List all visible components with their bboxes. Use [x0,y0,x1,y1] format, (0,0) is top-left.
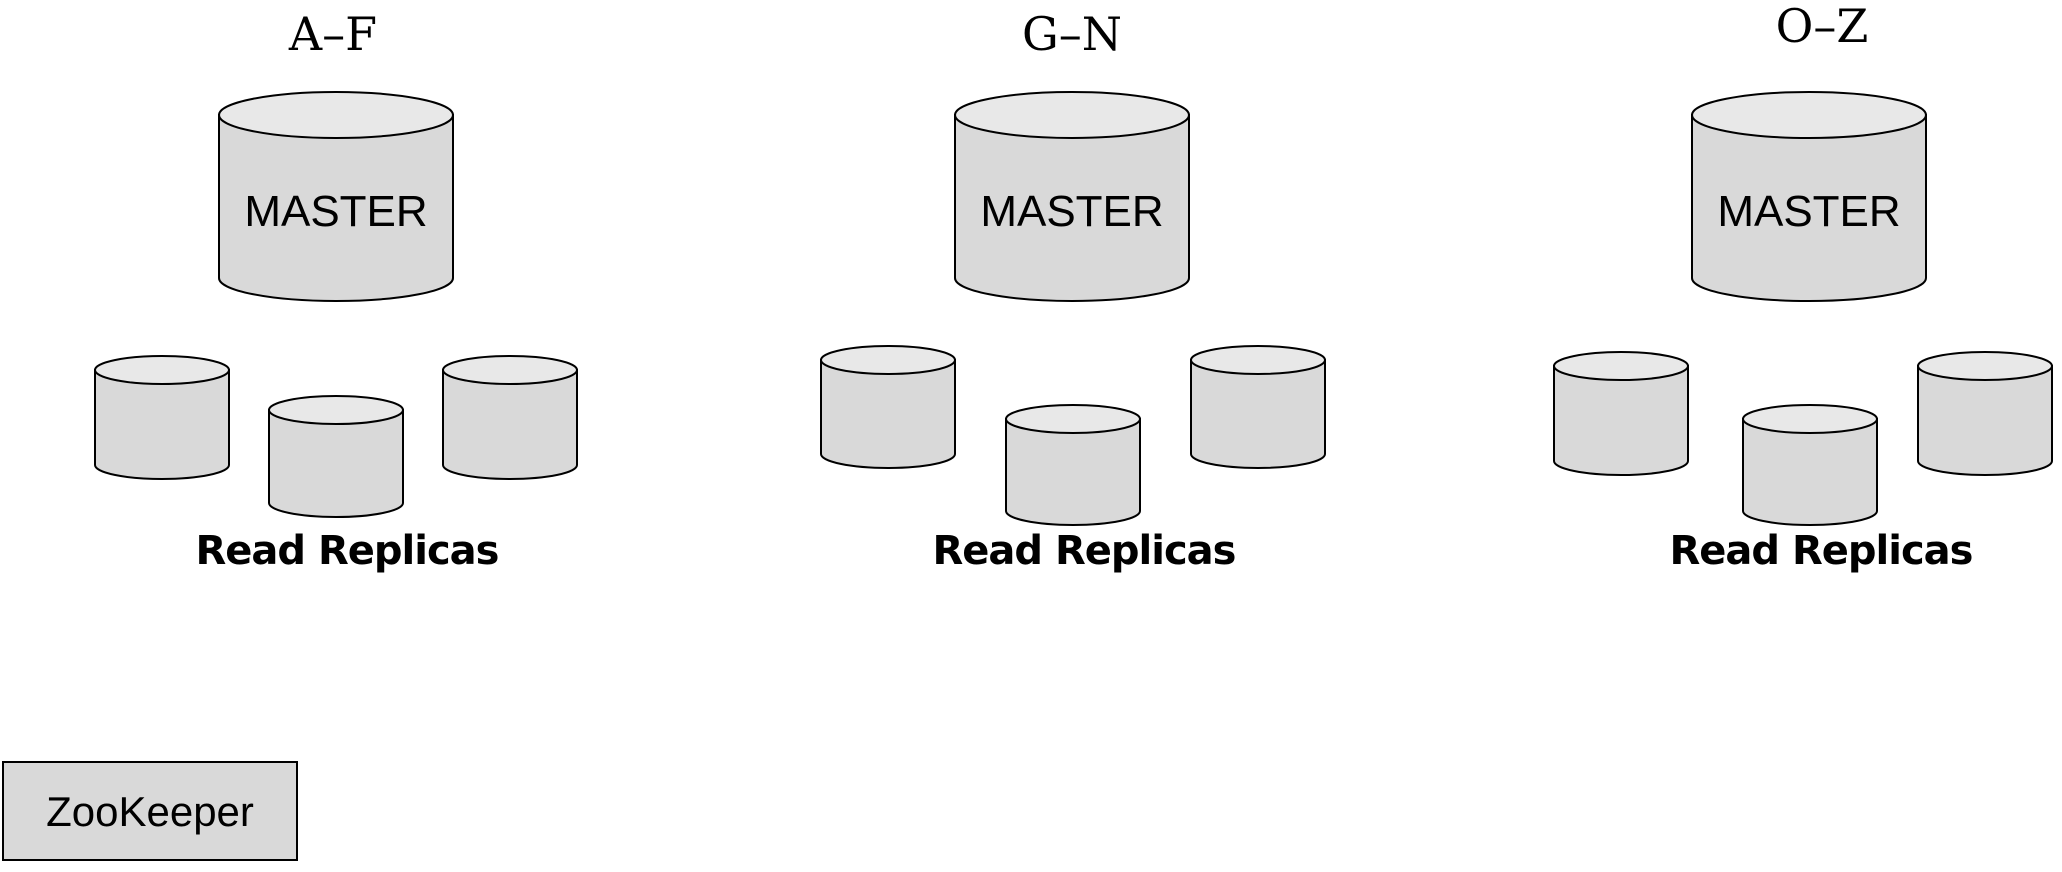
read-replica-3 [442,355,578,480]
shard-range-label: A–F [288,7,377,61]
read-replicas-caption: Read Replicas [196,528,499,574]
master-label: MASTER [980,187,1163,236]
zookeeper-label: ZooKeeper [46,788,254,835]
read-replica-2 [1005,404,1141,526]
read-replicas-caption: Read Replicas [1670,528,1973,574]
read-replicas-caption: Read Replicas [933,528,1236,574]
master-database: MASTER [218,91,454,302]
read-replica-3 [1190,345,1326,469]
master-label: MASTER [1717,187,1900,236]
shard-o-z: O–Z MASTER Read Replicas [1553,0,2053,574]
zookeeper-box: ZooKeeper [2,761,298,861]
shard-a-f: A–F MASTER Read Replicas [94,7,578,574]
read-replica-2 [268,395,404,518]
read-replica-1 [94,355,230,480]
master-label: MASTER [244,187,427,236]
shard-range-label: O–Z [1776,0,1869,53]
read-replica-2 [1742,404,1878,526]
master-database: MASTER [954,91,1190,302]
shard-g-n: G–N MASTER Read Replicas [820,7,1326,574]
shard-range-label: G–N [1022,7,1122,61]
read-replica-1 [820,345,956,469]
read-replica-3 [1917,351,2053,476]
read-replica-1 [1553,351,1689,476]
master-database: MASTER [1691,91,1927,302]
